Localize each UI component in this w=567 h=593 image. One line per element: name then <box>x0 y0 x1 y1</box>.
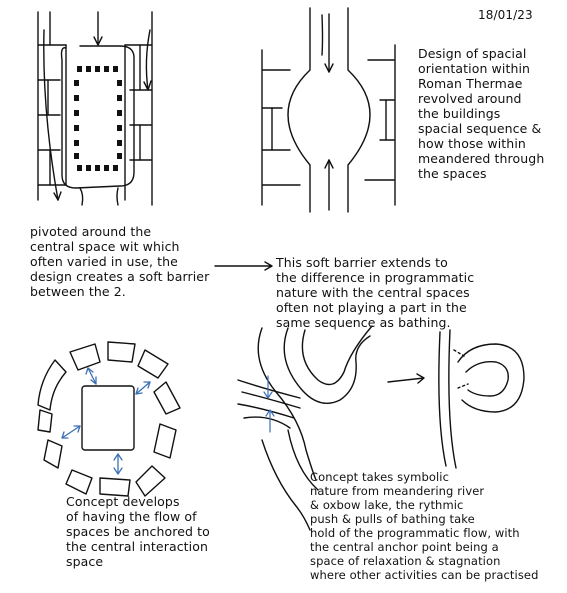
sketch-meandering-river <box>237 325 373 531</box>
sketch-thermae-plan <box>37 11 153 206</box>
note-design-orientation: Design of spacial orientation within Rom… <box>418 46 545 181</box>
sketch-bulging-channel <box>261 7 396 213</box>
sketch-ring-of-spaces <box>37 341 181 497</box>
sketch-oxbow-lake <box>438 329 525 469</box>
note-concept-develops: Concept develops of having the flow of s… <box>66 494 210 569</box>
arrow-to-oxbow <box>387 373 425 384</box>
note-pivot-central-space: pivoted around the central space wit whi… <box>30 224 210 299</box>
note-soft-barrier: This soft barrier extends to the differe… <box>276 255 475 330</box>
blue-anchor-arrows <box>61 367 151 475</box>
arrow-pivot-to-barrier <box>214 261 273 271</box>
date-stamp: 18/01/23 <box>478 8 533 22</box>
note-concept-symbolic: Concept takes symbolic nature from meand… <box>310 470 539 582</box>
